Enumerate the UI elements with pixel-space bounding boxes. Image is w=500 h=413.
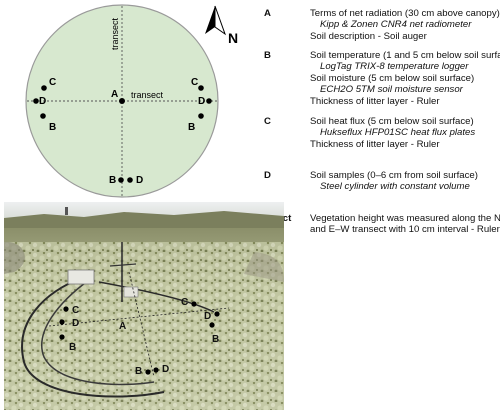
photo-point-d-bottom-dot bbox=[153, 367, 159, 373]
compass-north-label: N bbox=[228, 30, 238, 46]
legend-measurement-text: and E–W transect with 10 cm interval - R… bbox=[310, 224, 500, 236]
photo-point-d-right-label: D bbox=[204, 311, 211, 322]
point-d-left-label: D bbox=[39, 96, 46, 107]
point-c-left-dot bbox=[41, 85, 47, 91]
field-photo-illustration: A C D B C D B B D bbox=[4, 202, 284, 410]
legend-measurement-text: Soil moisture (5 cm below soil surface) bbox=[310, 72, 475, 84]
photo-point-c-left-dot bbox=[63, 306, 69, 312]
point-d-left-dot bbox=[33, 98, 39, 104]
point-b-right-label: B bbox=[188, 122, 195, 133]
legend-measurement-text: Soil heat flux (5 cm below soil surface) bbox=[310, 116, 474, 127]
point-b-left-label: B bbox=[49, 122, 56, 133]
point-a-label: A bbox=[111, 89, 118, 100]
photo-point-b-bottom-label: B bbox=[135, 366, 142, 377]
transect-label-horizontal: transect bbox=[131, 90, 164, 100]
legend-instrument-text: Hukseflux HFP01SC heat flux plates bbox=[320, 127, 476, 139]
legend-description: Soil heat flux (5 cm below soil surface)… bbox=[310, 116, 498, 150]
legend-measurement-text: Thickness of litter layer - Ruler bbox=[310, 138, 440, 150]
north-arrow-icon bbox=[205, 5, 226, 36]
photo-point-d-left-label: D bbox=[72, 318, 79, 329]
field-photo: A C D B C D B B D bbox=[4, 202, 284, 410]
point-d-right-label: D bbox=[198, 96, 205, 107]
point-b-left-dot bbox=[40, 113, 46, 119]
point-b-bottom-dot bbox=[118, 177, 124, 183]
stake-marker bbox=[65, 207, 68, 215]
logger-box bbox=[67, 269, 95, 285]
legend-measurement-text: Vegetation height was measured along the… bbox=[310, 213, 500, 224]
photo-point-c-right-dot bbox=[191, 301, 197, 307]
legend-instrument-text: LogTag TRIX-8 temperature logger bbox=[320, 61, 469, 73]
logger-box-2 bbox=[123, 286, 139, 298]
point-c-left-label: C bbox=[49, 77, 56, 88]
legend-instrument-text: Steel cylinder with constant volume bbox=[320, 181, 470, 193]
sensor-cable bbox=[21, 276, 165, 398]
point-d-bottom-label: D bbox=[136, 175, 143, 186]
legend-measurement-text: Thickness of litter layer - Ruler bbox=[310, 95, 440, 107]
photo-point-c-left-label: C bbox=[72, 305, 79, 316]
legend-instrument-text: Kipp & Zonen CNR4 net radiometer bbox=[320, 19, 472, 31]
legend-key: B bbox=[264, 50, 271, 61]
point-c-right-dot bbox=[198, 85, 204, 91]
rock-outcrop bbox=[4, 241, 25, 274]
legend-key: A bbox=[264, 8, 271, 19]
photo-point-b-left-dot bbox=[59, 334, 65, 340]
sensor-cable-2 bbox=[41, 279, 155, 386]
photo-point-b-left-label: B bbox=[69, 342, 76, 353]
point-a-dot bbox=[119, 98, 125, 104]
rock-outcrop-right bbox=[244, 252, 284, 282]
point-c-right-label: C bbox=[191, 77, 198, 88]
photo-ns-line bbox=[128, 271, 155, 378]
legend-instrument-text: ECH2O 5TM soil moisture sensor bbox=[320, 84, 463, 96]
point-b-bottom-label: B bbox=[109, 175, 116, 186]
photo-point-c-right-label: C bbox=[181, 297, 188, 308]
point-d-bottom-dot bbox=[127, 177, 133, 183]
legend-description: Soil samples (0–6 cm from soil surface)S… bbox=[310, 170, 498, 193]
point-b-right-dot bbox=[198, 113, 204, 119]
photo-point-b-right-label: B bbox=[212, 334, 219, 345]
transect-label-vertical: transect bbox=[110, 17, 120, 50]
legend-measurement-text: Soil samples (0–6 cm from soil surface) bbox=[310, 170, 478, 181]
legend-key: D bbox=[264, 170, 271, 181]
plot-diagram: transect transect N A C D B C D B B D bbox=[25, 4, 238, 198]
legend-description: Soil temperature (1 and 5 cm below soil … bbox=[310, 50, 500, 107]
photo-point-b-right-dot bbox=[209, 322, 215, 328]
point-d-right-dot bbox=[206, 98, 212, 104]
legend-measurement-text: Soil temperature (1 and 5 cm below soil … bbox=[310, 50, 500, 61]
photo-point-d-left-dot bbox=[59, 319, 65, 325]
sensor-cable-3 bbox=[98, 281, 215, 313]
radiometer-arm bbox=[109, 263, 137, 267]
legend-key: C bbox=[264, 116, 271, 127]
photo-point-d-bottom-label: D bbox=[162, 364, 169, 375]
photo-point-a-label: A bbox=[119, 321, 126, 332]
photo-point-d-right-dot bbox=[214, 311, 220, 317]
legend-measurement-text: Terms of net radiation (30 cm above cano… bbox=[310, 8, 500, 19]
legend-description: Terms of net radiation (30 cm above cano… bbox=[310, 8, 500, 42]
photo-point-b-bottom-dot bbox=[145, 369, 151, 375]
legend-measurement-text: Soil description - Soil auger bbox=[310, 30, 427, 42]
legend-description: Vegetation height was measured along the… bbox=[310, 213, 500, 236]
